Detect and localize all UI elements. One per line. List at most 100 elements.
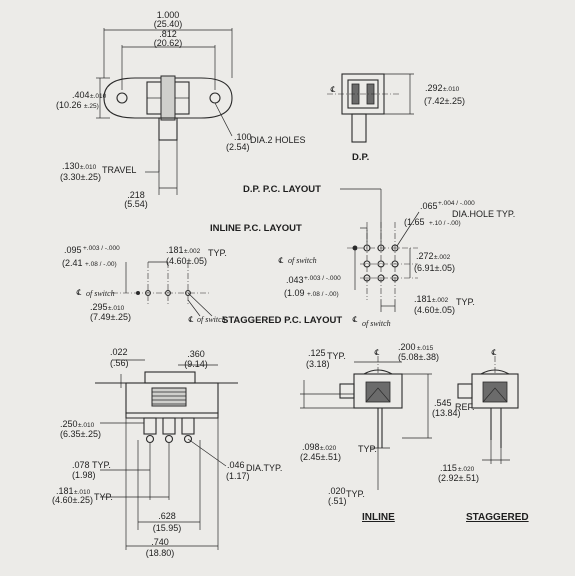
dim-043-mm-tol: +.08 / -.00) xyxy=(307,291,339,298)
cl-switch-label: of switch xyxy=(197,315,226,324)
dim-181b-mm: (4.60±.25) xyxy=(52,495,93,505)
terminal xyxy=(181,417,195,435)
cl-switch-label: of switch xyxy=(86,289,115,298)
pad xyxy=(363,244,371,252)
inline-pc-label: INLINE P.C. LAYOUT xyxy=(210,223,302,234)
dim-043-tol: +.003 / -.000 xyxy=(304,275,341,282)
cl-symbol: ℄ xyxy=(374,348,380,357)
dim-flange-height-mm: (10.26 xyxy=(56,100,82,110)
dppc-label: D.P. P.C. LAYOUT xyxy=(243,184,321,195)
leader-line xyxy=(214,102,233,137)
pad xyxy=(377,244,385,252)
dim-hole-dia-mm: (1.65 xyxy=(404,217,425,227)
dim-098-mm: (2.45±.51) xyxy=(300,452,341,462)
dim-043: .043 xyxy=(286,275,304,285)
dim-115: .115 xyxy=(440,463,457,473)
dim-flange-height: .404 xyxy=(72,90,90,100)
leader-line xyxy=(187,438,227,467)
dim-020-mm: (.51) xyxy=(328,496,347,506)
dim-125-label: TYP. xyxy=(327,351,346,361)
dim-stag-095-tol: +.003 / -.000 xyxy=(83,245,120,252)
dim-overall-width: 1.000 xyxy=(157,10,180,20)
dim-dp-h-mm: (7.42±.25) xyxy=(424,96,465,106)
leader-line xyxy=(187,292,213,317)
actuator-stem xyxy=(158,117,178,141)
dim-hole-dia-mm-tol: +.10 / -.00) xyxy=(429,220,461,227)
dim-row-sp: .272 xyxy=(416,251,434,261)
dim-row-sp-mm: (6.91±.05) xyxy=(414,263,455,273)
dp-title: D.P. xyxy=(352,152,369,163)
dim-pitch-r-tol: ±.002 xyxy=(432,297,449,304)
dim-078: .078 xyxy=(72,460,90,470)
staggered-stub xyxy=(457,383,473,399)
dim-hole-dia: .065 xyxy=(420,201,438,211)
base xyxy=(125,412,219,419)
leader-line xyxy=(396,211,420,247)
dim-pitch-l-mm: (4.60±.05) xyxy=(166,256,207,266)
cl-switch-label: of switch xyxy=(362,319,391,328)
dim-545-mm: (13.84) xyxy=(432,408,461,418)
dim-200-mm: (5.08±.38) xyxy=(398,352,439,362)
pad xyxy=(185,290,191,296)
dim-125-mm: (3.18) xyxy=(306,359,330,369)
pad xyxy=(377,274,385,282)
dim-078-label: TYP. xyxy=(92,460,111,470)
inline-contact-v xyxy=(365,387,391,403)
dim-holes-mm: (2.54) xyxy=(226,142,250,152)
dp-stem xyxy=(351,113,367,143)
dim-360-mm: (9.14) xyxy=(184,359,208,369)
dim-hole-dia-tol: +.004 / -.000 xyxy=(438,200,475,207)
dim-078-mm: (1.98) xyxy=(72,470,96,480)
pad xyxy=(145,290,151,296)
inline-contact xyxy=(365,381,391,403)
actuator-slot xyxy=(160,75,176,121)
dim-pitch-r-label: TYP. xyxy=(456,297,475,307)
dim-dp-h: .292 xyxy=(425,83,443,93)
dim-295-tol: ±.010 xyxy=(108,305,125,312)
inline-title: INLINE xyxy=(362,512,395,523)
dim-181b-label: TYP. xyxy=(94,492,113,502)
dim-295-mm: (7.49±.25) xyxy=(90,312,131,322)
pad xyxy=(363,274,371,282)
cl-symbol: ℄ xyxy=(278,256,284,265)
dim-046: .046 xyxy=(227,460,245,470)
pad xyxy=(391,244,399,252)
dim-hole-spacing-mm: (20.62) xyxy=(154,38,183,48)
mount-hole-left xyxy=(116,92,128,104)
dim-pitch-l: .181 xyxy=(166,245,184,255)
dim-pitch-l-label: TYP. xyxy=(208,248,227,258)
spring-coil xyxy=(152,391,186,405)
staggered-pc-label: STAGGERED P.C. LAYOUT xyxy=(222,315,342,326)
dim-250-tol: ±.010 xyxy=(78,422,95,429)
cl-switch-label: of switch xyxy=(288,256,317,265)
dim-travel-mm: (3.30±.25) xyxy=(60,172,101,182)
staggered-body xyxy=(471,373,519,409)
side-view: .295 ±.010 (7.49±.25) .022 (.56) .360 (9… xyxy=(52,302,282,558)
dp-cl-symbol: ℄ xyxy=(330,85,336,94)
staggered-view: ℄ .115 ±.020 (2.92±.51) STAGGERED xyxy=(438,348,529,523)
dim-022: .022 xyxy=(110,347,128,357)
inline-view: .125 TYP. (3.18) .200 ±.015 (5.08±.38) ℄… xyxy=(300,342,475,523)
pad xyxy=(377,260,385,268)
inline-stub xyxy=(339,383,355,399)
pc-layout-right: D.P. P.C. LAYOUT INLINE P.C. LAYOUT .065… xyxy=(210,184,515,328)
cl-symbol: ℄ xyxy=(491,348,497,357)
pc-layout-left: .095 +.003 / -.000 (2.41 +.08 / -.00) .1… xyxy=(62,245,342,326)
stagger-pad xyxy=(136,291,140,295)
dim-250-mm: (6.35±.25) xyxy=(60,429,101,439)
dim-125: .125 xyxy=(308,348,326,358)
cl-symbol: ℄ xyxy=(352,315,358,324)
dim-740-mm: (18.80) xyxy=(146,548,175,558)
dim-250: .250 xyxy=(60,419,78,429)
dim-pitch-r-mm: (4.60±.05) xyxy=(414,305,455,315)
dim-628: .628 xyxy=(158,511,176,521)
top-view: 1.000 (25.40) .812 (20.62) .404 ±.010 (1… xyxy=(56,10,306,209)
spring-block xyxy=(151,387,187,407)
dim-travel-tol: ±.010 xyxy=(80,164,97,171)
dim-020: .020 xyxy=(328,486,346,496)
dim-act-width: .218 xyxy=(127,190,145,200)
terminal-hole xyxy=(145,434,155,444)
dim-046-label: DIA.TYP. xyxy=(246,463,282,473)
